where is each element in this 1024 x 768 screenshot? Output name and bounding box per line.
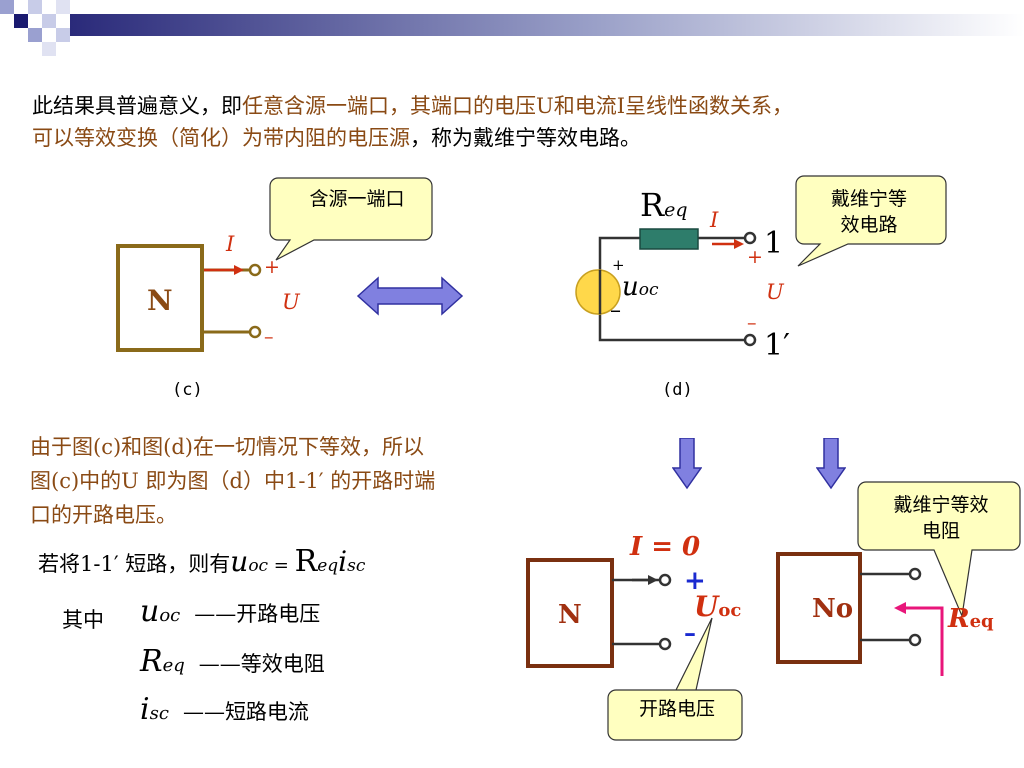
figure-c-plus: +	[264, 256, 280, 278]
explanation-line-2: 图(c)中的U 即为图（d）中1-1′ 的开路时端	[30, 469, 436, 493]
explanation-line-1: 由于图(c)和图(d)在一切情况下等效，所以	[30, 435, 424, 459]
def-uoc-sub: oc	[159, 605, 181, 626]
def-req-sub: eq	[162, 655, 185, 676]
intro-line-1: 此结果具普遍意义，即任意含源一端口，其端口的电压U和电流I呈线性函数关系，	[32, 90, 793, 122]
eq-i-main: i	[338, 545, 348, 578]
figure-d-bubble-line-2: 效电路	[840, 214, 898, 236]
down-arrow-right	[816, 438, 846, 490]
open-circuit-block-label: N	[558, 600, 582, 630]
figure-d-bubble-text: 戴维宁等 效电路	[810, 186, 928, 238]
figure-d-current-label: I	[710, 208, 719, 232]
open-circuit-plus: +	[684, 566, 706, 596]
intro-line-2: 可以等效变换（简化）为带内阻的电压源，称为戴维宁等效电路。	[32, 122, 641, 154]
req-label-main: R	[948, 604, 970, 634]
definitions-label: 其中	[62, 608, 104, 632]
figure-c-terminal-top	[248, 263, 262, 277]
req-bubble-line-2: 电阻	[921, 520, 960, 542]
def-uoc-sym: u	[140, 594, 160, 629]
figure-d-source-main: u	[622, 272, 639, 302]
intro-line-2-black: ，称为戴维宁等效电路。	[410, 126, 641, 150]
def-isc-sub: sc	[149, 703, 169, 724]
header-decoration	[0, 0, 1024, 60]
explanation-text: 由于图(c)和图(d)在一切情况下等效，所以 图(c)中的U 即为图（d）中1-…	[30, 430, 435, 532]
definition-row-uoc: uoc ——开路电压	[140, 594, 320, 629]
figure-c-minus: –	[264, 326, 274, 348]
figure-d-source-plus: +	[612, 256, 625, 274]
figure-d-req-label: Req	[640, 186, 688, 224]
equivalent-resistance-diagram	[776, 481, 1021, 676]
open-circuit-voltage-main: U	[694, 590, 719, 623]
figure-d-source-label: uoc	[622, 272, 659, 302]
eq-lhs-main: u	[230, 545, 249, 578]
intro-line-1-brown: 任意含源一端口，其端口的电压U和电流I呈线性函数关系，	[242, 94, 793, 118]
figure-d-minus: –	[747, 312, 757, 334]
figure-d-voltage-label: U	[766, 280, 784, 304]
open-circuit-bubble	[607, 617, 743, 741]
definition-row-isc: isc ——短路电流	[140, 692, 309, 727]
req-bubble-text: 戴维宁等效 电阻	[868, 492, 1014, 544]
figure-d-diagram	[575, 175, 947, 347]
open-circuit-diagram	[526, 558, 743, 741]
equivalence-double-arrow	[356, 276, 464, 316]
figure-d-voltage-source	[575, 269, 621, 315]
figure-d-req-main: R	[640, 186, 665, 224]
figure-c-bubble	[269, 177, 433, 261]
def-uoc-text: ——开路电压	[194, 602, 321, 626]
open-circuit-minus: –	[684, 618, 696, 647]
eq-i-sub: sc	[347, 556, 366, 576]
req-arrow	[904, 606, 944, 676]
figure-c-bubble-text: 含源一端口	[309, 188, 405, 210]
figure-d-source-sub: oc	[638, 280, 659, 300]
open-circuit-bubble-text: 开路电压	[638, 698, 715, 720]
def-isc-text: ——短路电流	[182, 700, 309, 724]
intro-line-1-black: 此结果具普遍意义，即	[32, 94, 242, 118]
down-arrow-left	[672, 438, 702, 490]
figure-c-block-label: N	[147, 284, 173, 317]
open-circuit-voltage-sub: oc	[718, 600, 742, 621]
figure-c-terminal-bottom	[248, 325, 262, 339]
figure-d-terminal-1p	[743, 333, 757, 347]
figure-d-terminal-1	[743, 231, 757, 245]
req-block-label: No	[812, 594, 854, 624]
figure-d-terminal-1-label: 1	[764, 226, 784, 261]
figure-c-diagram	[116, 177, 433, 352]
req-no-block	[776, 552, 862, 664]
explanation-line-3: 口的开路电压。	[30, 503, 177, 527]
figure-c-n-block	[116, 244, 204, 352]
definition-row-req: Req ——等效电阻	[140, 644, 325, 679]
figure-c-caption: (c)	[172, 380, 203, 400]
def-req-sym: R	[140, 644, 163, 679]
req-label: Req	[948, 604, 994, 634]
req-terminal-bottom	[908, 633, 922, 647]
req-bubble-line-1: 戴维宁等效	[893, 494, 989, 516]
eq-r-main: R	[294, 544, 318, 579]
short-circuit-prefix: 若将1-1′ 短路，则有	[38, 552, 231, 576]
req-terminal-top	[908, 567, 922, 581]
figure-c-current-label: I	[226, 232, 235, 256]
short-circuit-equation: 若将1-1′ 短路，则有uoc = Reqisc	[38, 544, 365, 579]
figure-d-resistor	[639, 228, 699, 250]
intro-line-2-brown: 可以等效变换（简化）为带内阻的电压源	[32, 126, 410, 150]
figure-d-req-sub: eq	[664, 199, 688, 221]
req-bubble	[857, 481, 1021, 619]
eq-equals: =	[268, 555, 295, 576]
def-isc-sym: i	[140, 692, 150, 727]
eq-lhs-sub: oc	[248, 556, 269, 576]
open-circuit-terminal-bottom	[658, 637, 672, 651]
figure-d-source-minus: –	[610, 298, 621, 323]
figure-c-voltage-label: U	[282, 290, 300, 314]
open-circuit-n-block	[526, 558, 614, 668]
open-circuit-voltage-label: Uoc	[694, 590, 741, 623]
figure-d-plus: +	[747, 246, 763, 268]
figure-d-bubble	[795, 175, 947, 267]
figure-d-caption: (d)	[662, 380, 693, 400]
eq-r-sub: eq	[317, 556, 339, 576]
open-circuit-terminal-top	[658, 573, 672, 587]
figure-d-bubble-line-1: 戴维宁等	[830, 188, 907, 210]
figure-d-terminal-1p-label: 1′	[764, 328, 790, 363]
def-req-text: ——等效电阻	[198, 652, 325, 676]
req-label-sub: eq	[969, 611, 994, 632]
open-circuit-current-label: I = 0	[630, 532, 701, 562]
